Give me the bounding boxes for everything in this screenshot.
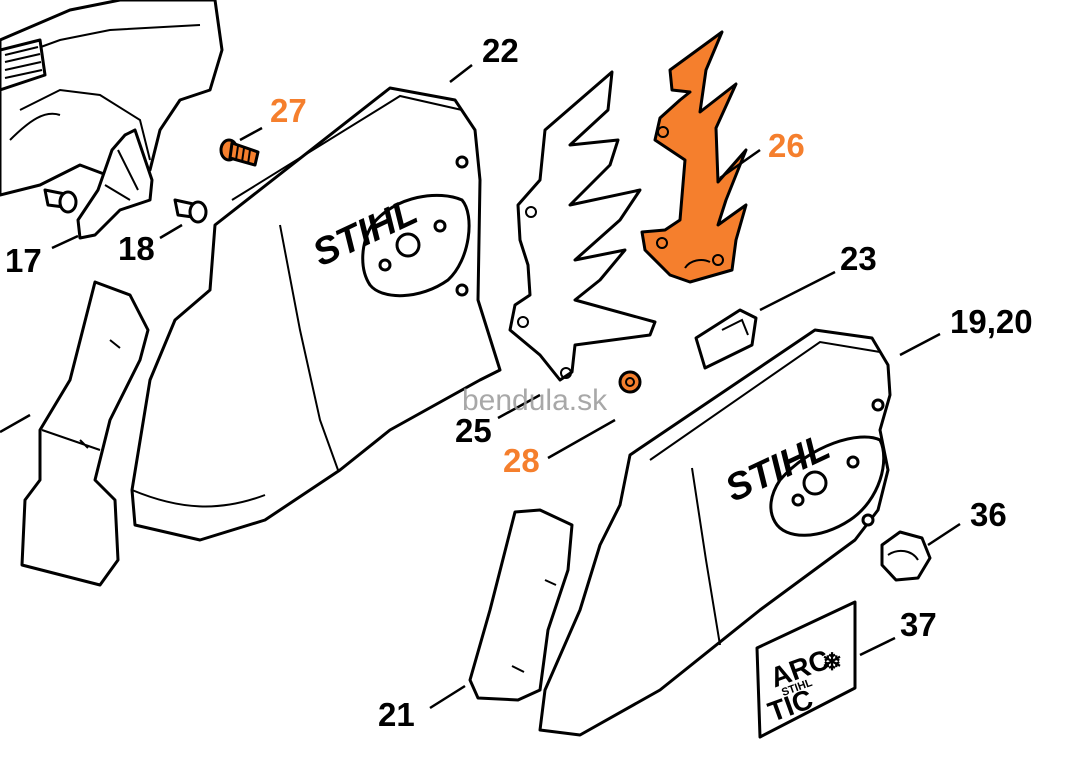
label-21: 21 <box>378 696 415 733</box>
label-22: 22 <box>482 32 519 69</box>
sprocket-cover-22 <box>130 86 502 542</box>
label-36: 36 <box>970 496 1007 533</box>
label-25: 25 <box>455 412 492 449</box>
label-28: 28 <box>503 442 540 479</box>
label-17: 17 <box>5 242 42 279</box>
chain-guard-left <box>20 280 150 587</box>
part-23 <box>694 308 758 370</box>
nut-28 <box>618 370 642 394</box>
chain-guard-21 <box>468 508 574 702</box>
snowflake-icon: ❄ <box>822 649 842 676</box>
watermark: bendula.sk <box>462 384 608 417</box>
arctic-badge: ARC STIHL TIC ❄ <box>755 600 857 739</box>
label-27: 27 <box>270 92 307 129</box>
part-labels: 22 27 26 17 18 23 19,20 25 28 36 37 21 <box>5 32 1033 733</box>
label-19-20: 19,20 <box>950 303 1033 340</box>
spike-bumper-26 <box>640 30 748 284</box>
screw-17 <box>43 188 78 214</box>
engine-housing <box>0 0 224 197</box>
screw-27 <box>219 138 260 167</box>
screw-18 <box>173 198 208 224</box>
label-18: 18 <box>118 230 155 267</box>
label-26: 26 <box>768 127 805 164</box>
sprocket-cover-19-20 <box>538 328 892 737</box>
label-23: 23 <box>840 240 877 277</box>
spike-plate-25 <box>508 70 657 382</box>
label-37: 37 <box>900 606 937 643</box>
bar-plate <box>76 128 154 240</box>
leader-lines <box>0 64 961 710</box>
nut-36 <box>880 530 932 582</box>
